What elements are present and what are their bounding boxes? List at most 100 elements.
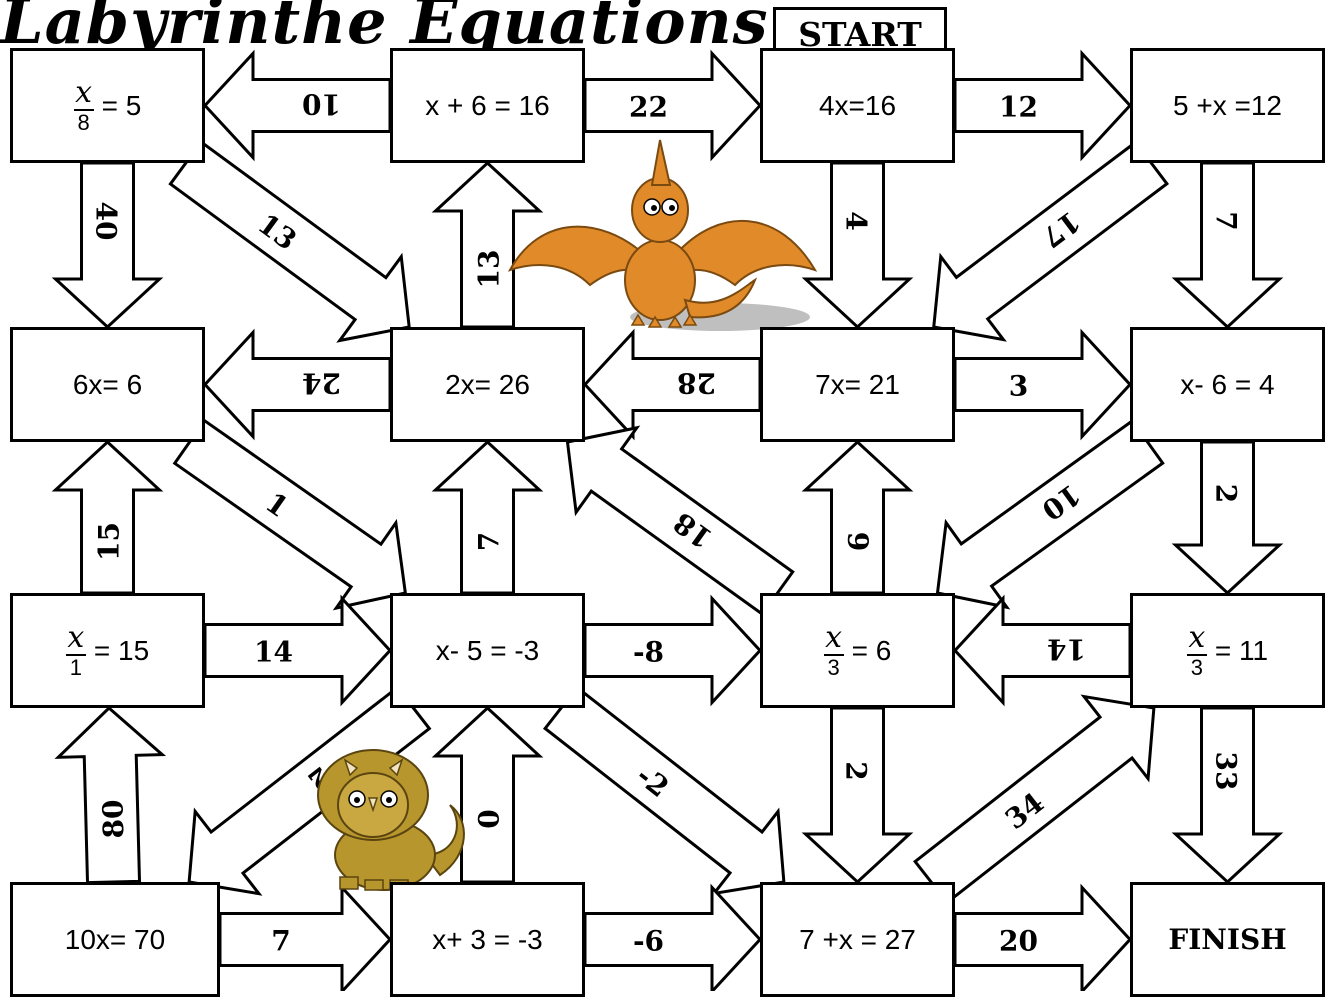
fraction-denominator: 3 (1191, 657, 1203, 679)
finish-label: FINISH (1168, 923, 1286, 956)
arrow-label: 2 (1210, 484, 1243, 503)
equation-box: x1= 15 (10, 593, 205, 708)
maze-arrow: 2 (1176, 442, 1280, 593)
arrow-label: 7 (473, 532, 506, 551)
arrow-label: 28 (677, 367, 716, 400)
arrow-label: 80 (96, 799, 130, 839)
arrow-label: 2 (840, 761, 873, 780)
arrow-shape (806, 163, 910, 327)
equation-text: 6x= 6 (73, 369, 142, 401)
arrow-label: 3 (1009, 370, 1028, 403)
fraction: x8 (74, 78, 94, 134)
equation-box: 6x= 6 (10, 327, 205, 442)
arrow-shape (955, 599, 1130, 703)
equation-text: 7 +x = 27 (799, 924, 916, 956)
equation-box: 2x= 26 (390, 327, 585, 442)
arrow-label: 6 (843, 532, 876, 551)
arrow-label: 20 (999, 925, 1038, 958)
arrow-label: 24 (302, 367, 341, 400)
arrow-label: 4 (840, 211, 873, 230)
fraction-numerator: x (67, 623, 84, 653)
arrow-shape (1176, 442, 1280, 593)
maze-arrow: -6 (585, 888, 760, 992)
arrow-label: 40 (90, 202, 123, 241)
equation-box: 7 +x = 27 (760, 882, 955, 997)
maze-arrow: 20 (955, 888, 1130, 992)
equation-text: 2x= 26 (445, 369, 530, 401)
arrow-shape (585, 599, 760, 703)
arrow-shape (1176, 708, 1280, 882)
arrow-shape (205, 599, 390, 703)
arrow-label: 7 (271, 925, 290, 958)
maze-arrow: 7 (220, 888, 390, 992)
triceratops-illustration (318, 750, 464, 890)
finish-box: FINISH (1130, 882, 1325, 997)
maze-arrow: 7 (1176, 163, 1280, 327)
maze-arrow: 80 (57, 707, 165, 884)
fraction-numerator: x (1188, 623, 1205, 653)
equation-text: x + 6 = 16 (425, 90, 550, 122)
maze-arrow: 14 (955, 599, 1130, 703)
maze-arrow: 12 (955, 54, 1130, 158)
arrow-shape (56, 163, 160, 327)
equation-text: 10x= 70 (65, 924, 165, 956)
equation-rhs: = 6 (852, 635, 892, 667)
pterodactyl-illustration (510, 140, 815, 331)
arrow-label: 14 (254, 636, 293, 669)
fraction-denominator: 8 (78, 112, 90, 134)
equation-rhs: = 5 (102, 90, 142, 122)
arrow-shape (436, 163, 540, 327)
arrow-label: 12 (999, 91, 1038, 124)
arrow-label: 7 (1210, 211, 1243, 230)
arrow-label: 22 (629, 91, 668, 124)
arrow-shape (806, 442, 910, 593)
maze-arrow: 14 (205, 599, 390, 703)
equation-text: 4x=16 (819, 90, 896, 122)
arrow-shape (955, 54, 1130, 158)
fraction-denominator: 1 (70, 657, 82, 679)
arrow-shape (436, 442, 540, 593)
arrow-shape (585, 888, 760, 992)
arrow-label: 0 (473, 809, 506, 828)
fraction-numerator: x (75, 78, 92, 108)
arrow-label: -8 (633, 636, 664, 669)
arrow-shape (220, 888, 390, 992)
maze-arrow: 15 (56, 442, 160, 593)
arrow-label: 13 (473, 250, 506, 289)
arrow-shape (585, 333, 760, 437)
maze-arrow: 40 (56, 163, 160, 327)
arrow-shape (56, 442, 160, 593)
maze-arrow: -8 (585, 599, 760, 703)
equation-text: 7x= 21 (815, 369, 900, 401)
arrow-label: 14 (1047, 633, 1086, 666)
arrow-label: 15 (93, 522, 126, 561)
arrow-shape (205, 54, 390, 158)
fraction-denominator: 3 (828, 657, 840, 679)
arrow-label: 33 (1210, 752, 1243, 791)
equation-box: 10x= 70 (10, 882, 220, 997)
equation-box: x- 6 = 4 (1130, 327, 1325, 442)
equation-box: x+ 3 = -3 (390, 882, 585, 997)
equation-text: x- 5 = -3 (436, 635, 539, 667)
equation-box: x- 5 = -3 (390, 593, 585, 708)
equation-text: x+ 3 = -3 (432, 924, 543, 956)
maze-arrow: 7 (436, 442, 540, 593)
maze-arrow: 13 (436, 163, 540, 327)
equation-box: 7x= 21 (760, 327, 955, 442)
maze-arrow: 2 (806, 708, 910, 882)
arrow-shape (955, 333, 1130, 437)
arrow-shape (955, 888, 1130, 992)
maze-arrow: 6 (806, 442, 910, 593)
arrow-shape (806, 708, 910, 882)
equation-box: x + 6 = 16 (390, 48, 585, 163)
maze-arrow: 4 (806, 163, 910, 327)
decoration-layer (318, 140, 815, 890)
maze-arrow: 10 (205, 54, 390, 158)
maze-arrow: 33 (1176, 708, 1280, 882)
equation-box: 5 +x =12 (1130, 48, 1325, 163)
